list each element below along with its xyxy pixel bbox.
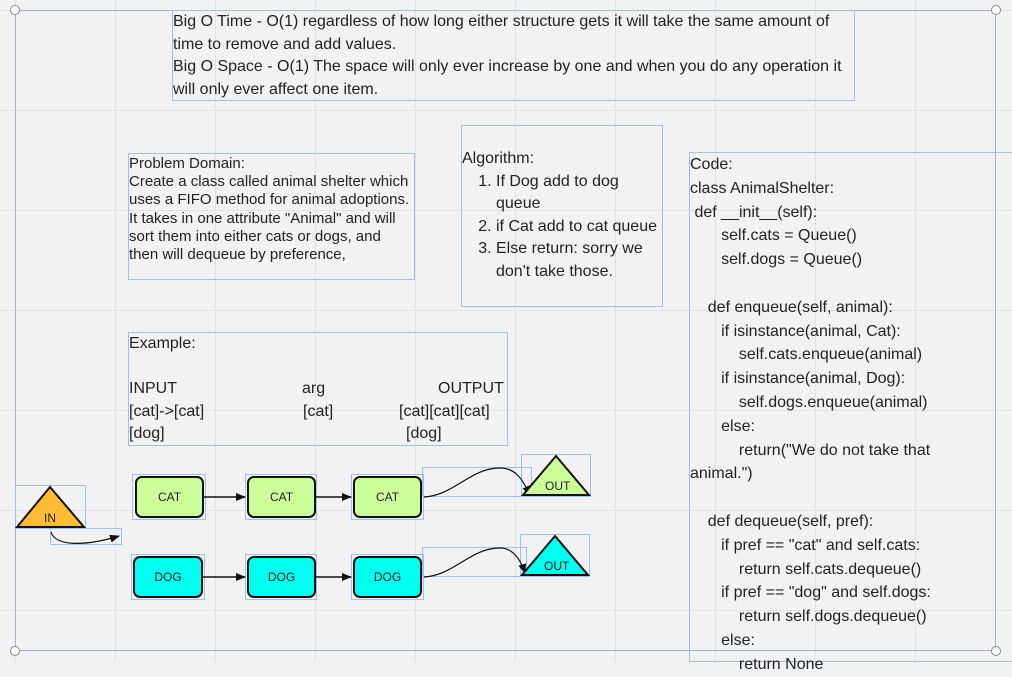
dog-node-label: DOG <box>154 570 182 584</box>
example-heading: Example: <box>129 335 196 352</box>
algorithm-step: if Cat add to cat queue <box>496 216 662 239</box>
dog-arrow-outline <box>422 547 527 577</box>
in-label: IN <box>44 511 56 525</box>
example-row: [dog] [dog] <box>129 423 507 446</box>
code-line: return self.cats.dequeue() <box>690 560 922 578</box>
example-arg-header: arg <box>302 380 326 398</box>
code-line: animal.") <box>690 465 753 483</box>
resize-handle-top-left[interactable] <box>10 5 20 15</box>
code-line: if pref == "dog" and self.dogs: <box>690 584 931 602</box>
dog-node[interactable]: DOG <box>247 556 316 598</box>
cat-node[interactable]: CAT <box>353 476 422 518</box>
cat-node-label: CAT <box>269 490 294 504</box>
code-line: return self.dogs.dequeue() <box>690 608 927 626</box>
algorithm-box[interactable]: Algorithm: If Dog add to dog queue if Ca… <box>461 125 663 307</box>
out-cat-triangle <box>520 454 592 496</box>
code-line: else: <box>690 631 755 649</box>
code-line: if pref == "cat" and self.cats: <box>690 536 921 554</box>
out-cat-label: OUT <box>545 479 571 493</box>
cat-node-label: CAT <box>375 490 400 504</box>
big-o-space-text: Big O Space - O(1) The space will only e… <box>173 58 846 98</box>
in-arrow-outline <box>50 528 122 545</box>
cat-out-arrow <box>423 467 531 498</box>
code-line: if isinstance(animal, Cat): <box>690 322 901 340</box>
out-dog-label: OUT <box>544 559 570 573</box>
example-box[interactable]: Example: INPUT arg OUTPUT [cat]->[cat] [… <box>128 332 508 446</box>
example-arg-cell: [cat] <box>303 402 334 420</box>
dog-node-label: DOG <box>373 570 402 584</box>
example-row: [cat]->[cat] [cat] [cat][cat][cat] <box>129 401 507 424</box>
cat-arrow-outline <box>422 467 532 497</box>
problem-domain-heading: Problem Domain: <box>129 155 245 172</box>
example-output-cell: [dog] <box>406 425 442 443</box>
canvas-grid <box>0 0 1012 663</box>
algorithm-heading: Algorithm: <box>462 150 535 167</box>
example-output-cell: [cat][cat][cat] <box>399 402 490 420</box>
dog-out-arrow <box>423 547 526 578</box>
algorithm-step: If Dog add to dog queue <box>496 171 662 216</box>
example-input-cell: [dog] <box>129 425 165 443</box>
dog-node[interactable]: DOG <box>133 556 203 598</box>
in-arrow <box>50 531 120 544</box>
algorithm-steps: If Dog add to dog queue if Cat add to ca… <box>462 171 662 284</box>
dog-node-label: DOG <box>267 570 296 584</box>
in-triangle <box>14 485 87 528</box>
code-line: self.dogs.enqueue(animal) <box>690 393 928 411</box>
resize-handle-bottom-left[interactable] <box>10 646 20 656</box>
resize-handle-bottom-right[interactable] <box>991 646 1001 656</box>
example-output-header: OUTPUT <box>438 380 504 398</box>
diagram-connectors <box>14 454 592 581</box>
code-line: def dequeue(self, pref): <box>690 512 874 530</box>
big-o-time-text: Big O Time - O(1) regardless of how long… <box>173 13 834 53</box>
example-input-cell: [cat]->[cat] <box>129 402 205 420</box>
problem-domain-body: Create a class called animal shelter whi… <box>129 173 414 264</box>
algorithm-step: Else return: sorry we don't take those. <box>496 238 662 283</box>
code-line: def enqueue(self, animal): <box>690 298 893 316</box>
code-line: self.cats = Queue() <box>690 227 857 245</box>
code-heading: Code: <box>690 156 733 173</box>
example-header-row: INPUT arg OUTPUT <box>129 378 507 401</box>
resize-handle-top-right[interactable] <box>991 5 1001 15</box>
code-line: def __init__(self): <box>690 203 818 221</box>
cat-node[interactable]: CAT <box>135 476 204 518</box>
out-dog-triangle <box>519 534 591 576</box>
code-line: self.cats.enqueue(animal) <box>690 346 923 364</box>
code-line: class AnimalShelter: <box>690 179 835 197</box>
code-line: self.dogs = Queue() <box>690 251 863 269</box>
big-o-note[interactable]: Big O Time - O(1) regardless of how long… <box>172 10 855 101</box>
code-line: return("We do not take that <box>690 441 931 459</box>
cat-node[interactable]: CAT <box>247 476 316 518</box>
problem-domain-box[interactable]: Problem Domain: Create a class called an… <box>128 153 415 280</box>
cat-node-label: CAT <box>157 490 182 504</box>
code-line: if isinstance(animal, Dog): <box>690 370 906 388</box>
example-heading-row: Example: <box>129 333 507 356</box>
code-line: else: <box>690 417 755 435</box>
dog-node[interactable]: DOG <box>353 556 422 598</box>
example-input-header: INPUT <box>129 380 177 398</box>
